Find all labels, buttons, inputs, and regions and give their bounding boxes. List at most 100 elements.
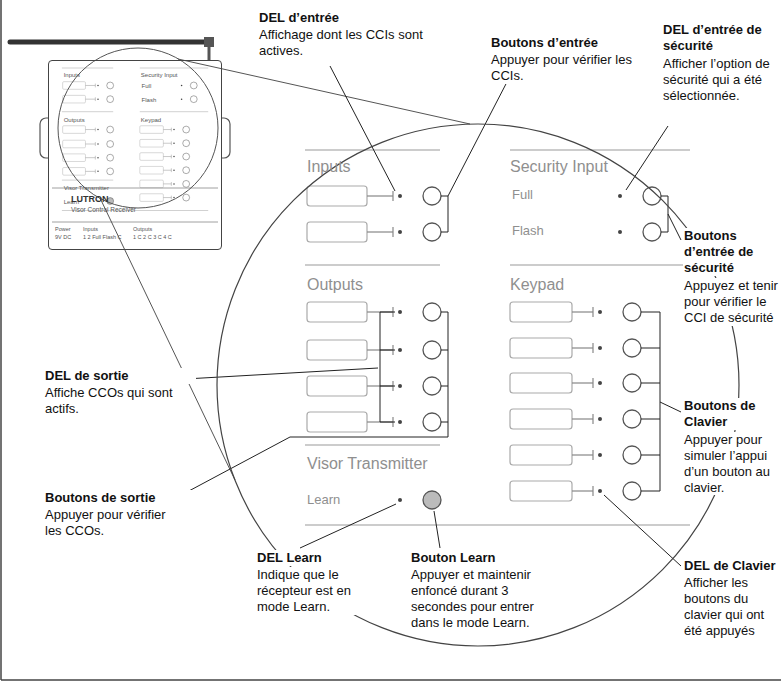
slot-line — [367, 195, 393, 196]
mini-panel — [62, 68, 208, 211]
label-slot — [510, 373, 572, 393]
panel — [305, 150, 690, 525]
callout-heading: DEL d’entrée de sécurité — [662, 22, 779, 54]
panel-text: Learn — [307, 493, 340, 507]
led — [97, 171, 99, 173]
led — [618, 194, 622, 198]
slot-line — [163, 183, 171, 184]
slot-line — [171, 182, 172, 186]
bracket — [441, 232, 448, 233]
button — [643, 223, 661, 241]
slot-line — [163, 156, 171, 157]
divider — [305, 264, 440, 265]
button — [107, 141, 114, 148]
device-body — [48, 60, 222, 250]
panel-text: Inputs — [307, 158, 351, 176]
led — [97, 143, 99, 145]
button — [423, 377, 441, 395]
led — [598, 489, 602, 493]
leader-lines — [150, 66, 681, 566]
led — [398, 310, 402, 314]
button — [107, 154, 114, 161]
zoom-circle — [58, 48, 218, 208]
callout-text: Afficher les boutons du clavier qui ont … — [683, 575, 779, 638]
panel-text: Visor Control Receiver — [71, 206, 136, 213]
button — [107, 126, 114, 133]
panel-text: Full — [142, 83, 152, 90]
slot-line — [95, 84, 96, 88]
panel-text: Visor Transmitter — [64, 185, 109, 192]
slot-line — [85, 85, 95, 86]
bracket — [441, 386, 448, 387]
led — [398, 498, 402, 502]
panel-text: Security Input — [510, 158, 608, 176]
button — [623, 446, 641, 464]
slot-line — [572, 382, 593, 383]
bracket — [448, 312, 449, 437]
slot-line — [95, 142, 96, 146]
slot-line — [367, 231, 393, 232]
label-slot — [63, 95, 86, 103]
led — [598, 453, 602, 457]
slot-line — [592, 486, 593, 496]
slot-line — [592, 450, 593, 460]
button — [183, 180, 190, 187]
callout-heading: Boutons d’entrée — [490, 35, 662, 51]
button — [183, 153, 190, 160]
button — [190, 96, 197, 103]
panel-text: Outputs — [64, 117, 85, 124]
button — [107, 82, 114, 89]
led — [398, 230, 402, 234]
frame-line — [1, 679, 781, 681]
label-slot — [510, 338, 572, 358]
bracket — [641, 312, 660, 313]
divider — [140, 68, 208, 69]
slot-line — [163, 129, 171, 130]
button — [623, 303, 641, 321]
led — [598, 417, 602, 421]
led — [598, 346, 602, 350]
slot-line — [95, 97, 96, 101]
divider — [510, 264, 690, 265]
antenna-base — [208, 47, 211, 60]
label-slot — [307, 412, 367, 432]
divider — [305, 149, 440, 150]
panel-text: LUTRON — [71, 195, 109, 205]
slot-line — [592, 307, 593, 317]
bracket — [641, 491, 660, 492]
slot-line — [171, 128, 172, 132]
led — [173, 156, 175, 158]
bracket — [661, 232, 668, 233]
slot-line — [392, 191, 393, 201]
slot-line — [572, 311, 593, 312]
led — [598, 310, 602, 314]
label-slot — [63, 140, 86, 148]
slot-line — [85, 99, 95, 100]
divider — [62, 180, 113, 181]
bracket — [661, 196, 668, 197]
slot-line — [85, 157, 95, 158]
panel-text: Keypad — [141, 117, 161, 124]
callout-text: Indique que le récepteur est en mode Lea… — [256, 567, 383, 615]
callout-heading: DEL de Clavier — [683, 558, 779, 574]
label-slot — [307, 186, 367, 206]
antenna-base — [204, 37, 214, 47]
led — [398, 420, 402, 424]
callout-heading: DEL de sortie — [44, 368, 196, 384]
bracket — [660, 312, 661, 491]
label-slot — [63, 154, 86, 162]
divider — [62, 111, 113, 112]
button — [107, 168, 114, 175]
slot-line — [592, 414, 593, 424]
label-slot — [63, 82, 86, 90]
button — [183, 194, 190, 201]
slot-line — [572, 490, 593, 491]
led — [97, 98, 99, 100]
led — [181, 85, 183, 87]
led — [398, 194, 402, 198]
callout-text: Appuyer et maintenir enfoncé durant 3 se… — [410, 567, 562, 630]
divider — [52, 222, 218, 223]
slot-line — [592, 343, 593, 353]
led — [618, 230, 622, 234]
slot-line — [572, 347, 593, 348]
